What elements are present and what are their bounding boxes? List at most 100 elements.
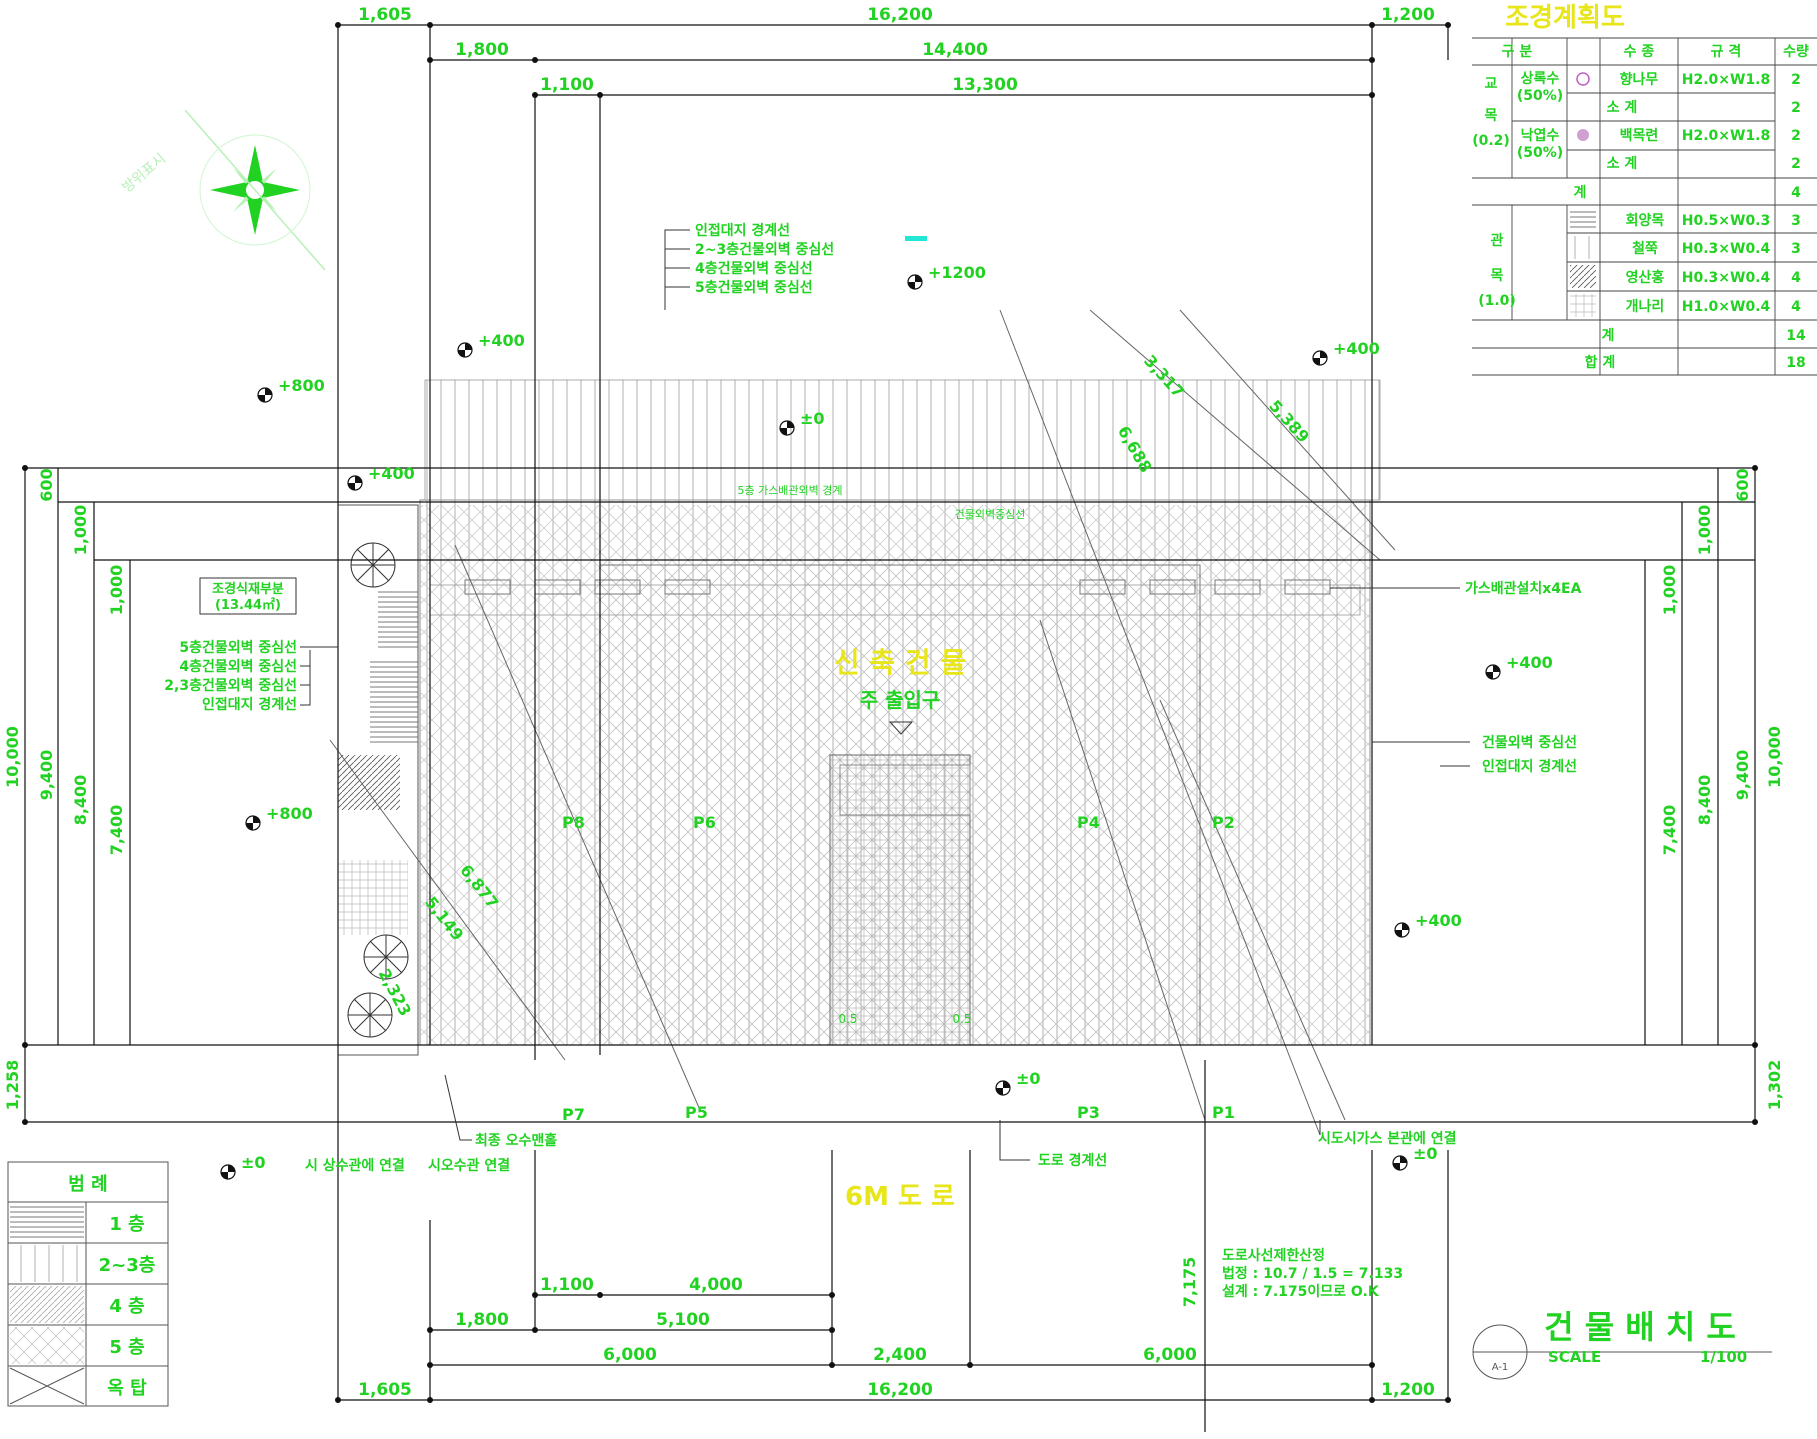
note-top-3: 4층건물외벽 중심선 — [695, 260, 813, 277]
dim-right-1302: 1,302 — [1765, 1060, 1784, 1111]
legend-row-2: 2~3층 — [99, 1255, 156, 1276]
scale-value: 1/100 — [1700, 1348, 1747, 1366]
note-sewer-conn: 시오수관 연결 — [428, 1157, 510, 1174]
road-label: 6M 도 로 — [845, 1182, 955, 1212]
level-6: +400 — [1333, 339, 1380, 358]
lt-shrub-name-3: 영산홍 — [1626, 269, 1665, 286]
level-9: +400 — [1415, 911, 1462, 930]
lt-header-2: 수 종 — [1624, 44, 1655, 60]
lt-shrub-spec-1: H0.5×W0.3 — [1682, 213, 1771, 229]
lt-header-1: 구 분 — [1502, 44, 1533, 60]
dim-diag-2323: 2,323 — [375, 966, 416, 1020]
point-p6: P6 — [693, 813, 716, 832]
note-top-1: 인접대지 경계선 — [695, 222, 790, 239]
drawing-title: 건 물 배 치 도 — [1544, 1308, 1736, 1346]
lt-tree-name-2: 소 계 — [1607, 100, 1638, 116]
point-p3: P3 — [1077, 1103, 1100, 1122]
right-dimensions: 600 1,000 1,000 10,000 9,400 8,400 7,400… — [1660, 468, 1784, 1110]
dim-left-1000a: 1,000 — [71, 505, 90, 556]
level-12: ±0 — [1413, 1144, 1438, 1163]
bottom-dimensions: 1,100 4,000 1,800 5,100 6,000 2,400 6,00… — [358, 1275, 1435, 1400]
lt-shrub-total-label: 계 — [1602, 328, 1615, 344]
dim-right-10000: 10,000 — [1765, 726, 1784, 788]
note-water: 시 상수관에 연결 — [305, 1157, 405, 1174]
lt-header-3: 규 격 — [1711, 43, 1742, 60]
lt-deciduous: 낙엽수 — [1521, 128, 1560, 144]
lt-shrub-name-2: 철쭉 — [1632, 241, 1658, 257]
lt-tree-name-3: 백목련 — [1620, 127, 1659, 144]
title-block: A-1 건 물 배 치 도 SCALE 1/100 — [1472, 1308, 1772, 1380]
lt-tree-qty-4: 2 — [1791, 156, 1801, 172]
dim-bot3-6000a: 6,000 — [603, 1345, 657, 1365]
deciduous-symbol-icon — [1577, 129, 1589, 141]
dim-sight-7175: 7,175 — [1180, 1257, 1199, 1308]
dim-right-600: 600 — [1733, 468, 1752, 501]
dim-bot3-2400: 2,400 — [873, 1345, 927, 1365]
lt-tree-spec-3: H2.0×W1.8 — [1682, 128, 1771, 144]
point-p8: P8 — [562, 813, 585, 832]
level-1: +800 — [278, 376, 325, 395]
legend-row-5: 옥 탑 — [107, 1378, 147, 1399]
left-dimensions: 600 1,000 1,000 10,000 9,400 8,400 7,400… — [3, 468, 126, 1110]
level-5: +1200 — [928, 263, 986, 282]
scale-label: SCALE — [1548, 1348, 1601, 1366]
main-entrance-label: 주 출입구 — [860, 688, 941, 712]
interior-note-2: 건물외벽중심선 — [955, 508, 1026, 521]
note-top-2: 2~3층건물외벽 중심선 — [695, 241, 834, 258]
dim-bot4-1605: 1,605 — [358, 1380, 412, 1400]
landscape-title: 조경계획도 — [1505, 3, 1625, 33]
level-marks: +800 +400 +400 ±0 +1200 +400 +400 +800 +… — [220, 263, 1553, 1180]
lt-tree-total-label: 계 — [1574, 185, 1587, 201]
note-road-boundary: 도로 경계선 — [1038, 1152, 1107, 1169]
note-gas-conn: 시도시가스 본관에 연결 — [1318, 1130, 1457, 1147]
road-sight-design: 설계 : 7.175이므로 O.K — [1222, 1283, 1380, 1300]
legend-swatch-5 — [9, 1367, 85, 1405]
lt-group-shrub-ratio: (1.0) — [1478, 293, 1516, 309]
dim-top-1605: 1,605 — [358, 5, 412, 25]
level-2: +400 — [478, 331, 525, 350]
lt-group-shrub: 관 — [1491, 232, 1504, 249]
legend: 범 례 1 층 2~3층 4 층 5 층 옥 탑 — [7, 1161, 169, 1407]
dim-bot4-1200: 1,200 — [1381, 1380, 1435, 1400]
lt-grand-total-label: 합 계 — [1585, 354, 1616, 371]
point-p2: P2 — [1212, 813, 1235, 832]
lt-group-tree-ratio: (0.2) — [1472, 133, 1510, 149]
lt-shrub-qty-4: 4 — [1791, 299, 1801, 315]
legend-title: 범 례 — [68, 1174, 107, 1195]
survey-points: P1 P2 P3 P4 P5 P6 P7 P8 — [562, 813, 1235, 1124]
lt-shrub-name-4: 개나리 — [1626, 299, 1665, 315]
level-10: ±0 — [1016, 1069, 1041, 1088]
lt-group-tree2: 목 — [1485, 108, 1498, 124]
point-p7: P7 — [562, 1105, 585, 1124]
lt-group-shrub2: 목 — [1491, 268, 1504, 284]
compass-icon: 방위표시 — [119, 109, 326, 271]
lt-tree-total: 4 — [1791, 185, 1801, 201]
planting-area-name: 조경식재부분 — [212, 581, 284, 597]
planting-area-size: (13.44㎡) — [215, 597, 281, 613]
dim-bot1-1100: 1,100 — [540, 1275, 594, 1295]
note-right-1: 건물외벽 중심선 — [1482, 734, 1577, 751]
lt-shrub-total: 14 — [1786, 328, 1806, 344]
legend-swatch-3 — [10, 1286, 84, 1323]
dim-bot4-16200: 16,200 — [867, 1380, 933, 1400]
dim-top3-13300: 13,300 — [952, 75, 1018, 95]
dim-right-1000a: 1,000 — [1695, 505, 1714, 556]
compass-label: 방위표시 — [119, 151, 169, 196]
lt-tree-spec-1: H2.0×W1.8 — [1682, 72, 1771, 88]
dim-right-1000b: 1,000 — [1660, 565, 1679, 616]
dim-right-7400: 7,400 — [1660, 805, 1679, 856]
legend-row-3: 4 층 — [109, 1296, 144, 1317]
road-sight-law: 법정 : 10.7 / 1.5 = 7.133 — [1222, 1265, 1403, 1282]
note-left-4: 인접대지 경계선 — [202, 696, 297, 713]
dimension-lines — [24, 24, 1756, 1432]
level-4: ±0 — [800, 409, 825, 428]
dim-top2-14400: 14,400 — [922, 40, 988, 60]
lt-evergreen: 상록수 — [1521, 71, 1560, 87]
note-left-3: 2,3층건물외벽 중심선 — [164, 677, 297, 694]
evergreen-symbol-icon — [1576, 72, 1590, 86]
legend-swatch-2 — [10, 1245, 84, 1282]
drawing-symbol-text: A-1 — [1492, 1362, 1509, 1373]
dimension-ticks — [22, 22, 1758, 1403]
dim-bot2-1800: 1,800 — [455, 1310, 509, 1330]
dim-bot1-4000: 4,000 — [689, 1275, 743, 1295]
